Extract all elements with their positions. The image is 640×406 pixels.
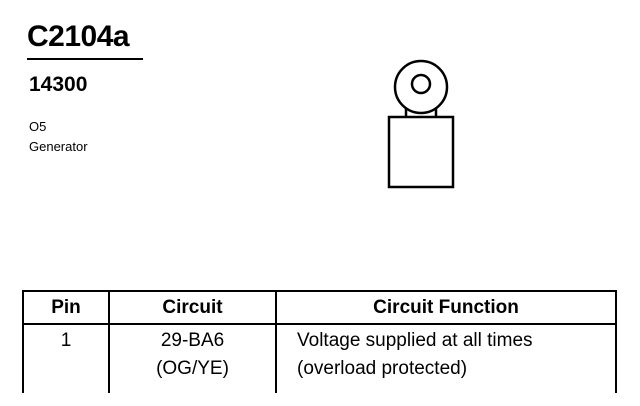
circuit-code: 29-BA6: [160, 330, 225, 351]
component-name: Generator: [29, 139, 88, 154]
table-header-row: Pin Circuit Circuit Function: [22, 290, 617, 325]
pin-cell: 1: [22, 324, 110, 393]
ring-terminal-outer: [393, 59, 449, 115]
circuit-function-line-1: Voltage supplied at all times: [297, 330, 533, 351]
circuit-wire-color: (OG/YE): [156, 358, 229, 379]
title-rule: [27, 58, 143, 60]
table-row: 1 29-BA6 (OG/YE) Voltage supplied at all…: [22, 324, 617, 393]
header-circuit: Circuit: [108, 290, 277, 325]
circuit-function-line-2: (overload protected): [297, 358, 468, 379]
header-circuit-function: Circuit Function: [275, 290, 617, 325]
pin-table: Pin Circuit Circuit Function 1 29-BA6 (O…: [22, 290, 617, 393]
header-pin: Pin: [22, 290, 110, 325]
ring-terminal-neck: [404, 108, 438, 117]
part-number: 14300: [29, 73, 88, 96]
ring-terminal-connector-drawing: [387, 59, 455, 189]
connector-body: [387, 115, 455, 189]
location-code: O5: [29, 119, 47, 134]
pin-number: 1: [60, 330, 72, 351]
circuit-function-cell: Voltage supplied at all times (overload …: [275, 324, 617, 393]
ring-terminal-hole: [410, 73, 432, 95]
circuit-cell: 29-BA6 (OG/YE): [108, 324, 277, 393]
connector-id: C2104a: [27, 20, 130, 53]
